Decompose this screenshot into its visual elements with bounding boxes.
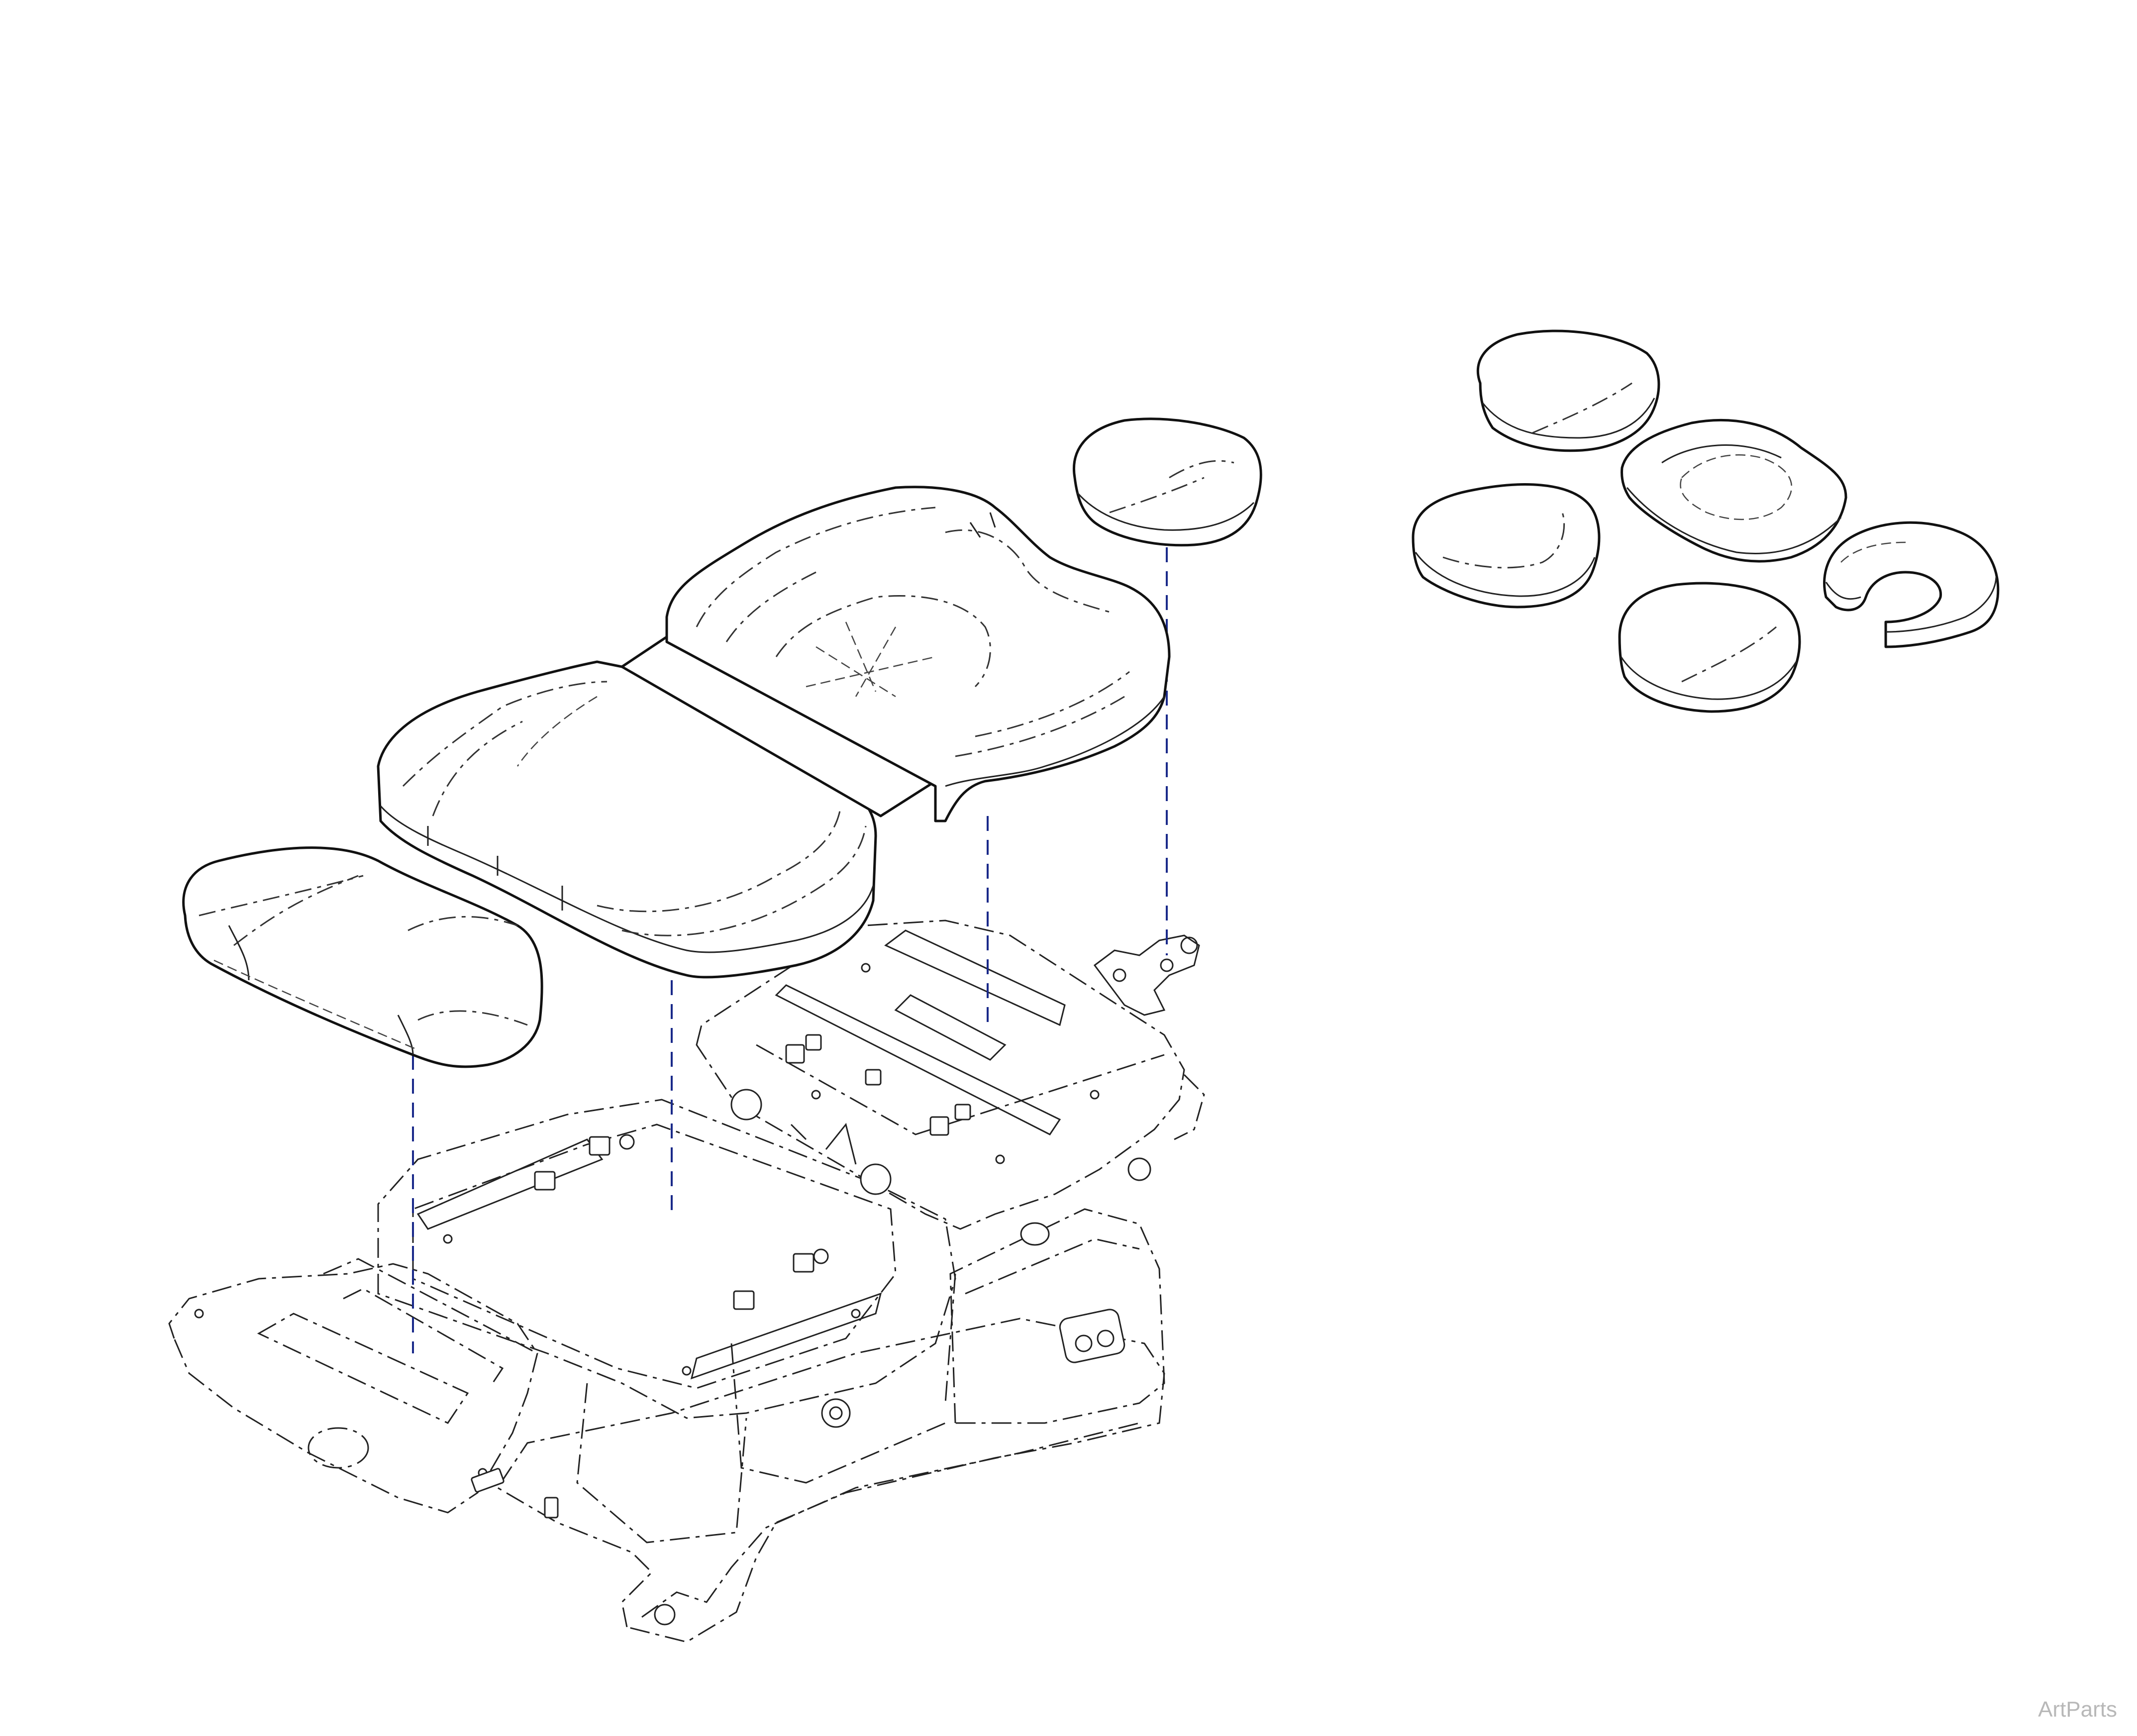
accessory-pad-armboard (1621, 418, 1847, 563)
back-cushion (665, 486, 1171, 822)
accessory-pad-round-top (1476, 329, 1660, 452)
accessory-cushion-set (1412, 329, 2000, 713)
accessory-pad-round-bottom (1618, 582, 1801, 713)
chair-base-frame (168, 919, 1205, 1643)
accessory-pad-round-left (1412, 483, 1601, 609)
accessory-pad-horseshoe (1823, 521, 2000, 648)
alignment-guides (412, 547, 1168, 1353)
leg-cushion (182, 846, 543, 1068)
headrest-cushion (1073, 417, 1262, 547)
watermark-text: ArtParts (2038, 1697, 2117, 1722)
